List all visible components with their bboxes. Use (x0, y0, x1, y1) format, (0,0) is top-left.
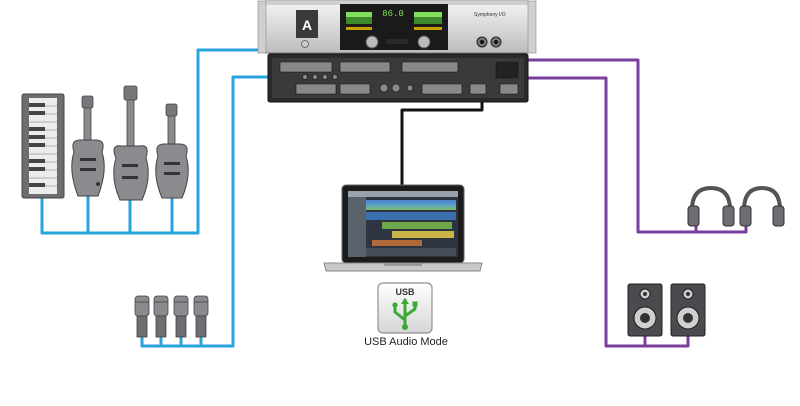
microphones (134, 295, 209, 338)
monitor-cable (476, 76, 690, 348)
level-meters (346, 12, 442, 30)
display-readout: 86.0 (382, 9, 404, 19)
front-model-label: Symphony I/O (474, 12, 506, 18)
rear-connectors (279, 61, 519, 95)
microphone-2 (153, 295, 169, 338)
headphones-2 (739, 185, 785, 227)
headphone-cable (489, 42, 748, 234)
keyboard-instrument (21, 93, 65, 199)
usb-audio-mode-caption: USB Audio Mode (364, 336, 448, 348)
left-knob (365, 35, 379, 49)
power-button (301, 40, 309, 48)
usb-cable (400, 96, 484, 187)
headphone-jacks (476, 36, 502, 48)
microphone-3 (173, 295, 189, 338)
studio-monitor-left (627, 283, 663, 337)
laptop (323, 184, 483, 272)
studio-monitor-right (670, 283, 706, 337)
bass-guitar (113, 85, 149, 201)
logo-block (296, 10, 318, 38)
microphone-1 (134, 295, 150, 338)
electric-guitar-2 (155, 103, 189, 199)
microphone-4 (193, 295, 209, 338)
electric-guitar (71, 95, 105, 197)
headphones-1 (687, 185, 735, 227)
usb-badge-text: USB (395, 287, 415, 297)
right-knob (417, 35, 431, 49)
audio-interface: A 86.0 Symphony I/O (257, 0, 537, 103)
logo-letter: A (302, 17, 312, 33)
usb-audio-mode-badge: USB (377, 282, 433, 334)
